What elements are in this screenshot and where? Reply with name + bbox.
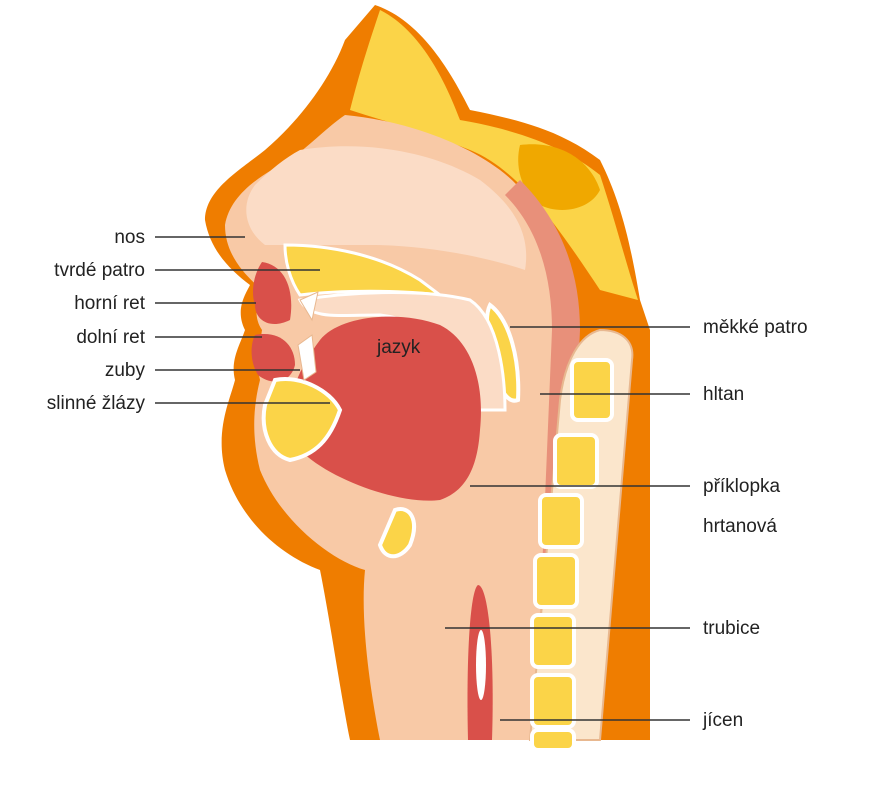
jaw-bone [261, 377, 343, 463]
tongue [289, 316, 481, 501]
label-salivary-glands: slinné žlázy [46, 393, 145, 414]
label-upper-lip: horní ret [74, 293, 145, 314]
label-trachea: trubice [703, 618, 761, 639]
label-soft-palate: měkké patro [703, 317, 808, 338]
tongue-label: jazyk [377, 337, 421, 358]
label-nose: nos [114, 227, 145, 248]
esophagus-lumen [476, 630, 486, 700]
label-lower-lip: dolní ret [76, 327, 145, 348]
label-teeth: zuby [104, 360, 145, 381]
label-hard-palate: tvrdé patro [54, 260, 145, 281]
label-epiglottis-1: příklopka [703, 476, 781, 497]
upper-lip [252, 262, 292, 325]
teeth [297, 291, 319, 381]
nasal-cavity [246, 146, 527, 270]
sinus [518, 144, 600, 210]
label-epiglottis-2: hrtanová [703, 516, 777, 537]
leader-lines [155, 236, 690, 721]
epiglottis [377, 507, 416, 559]
skull-bone [350, 10, 638, 300]
label-esophagus: jícen [703, 710, 744, 731]
label-pharynx: hltan [703, 384, 745, 405]
oral-cavity [297, 291, 507, 412]
